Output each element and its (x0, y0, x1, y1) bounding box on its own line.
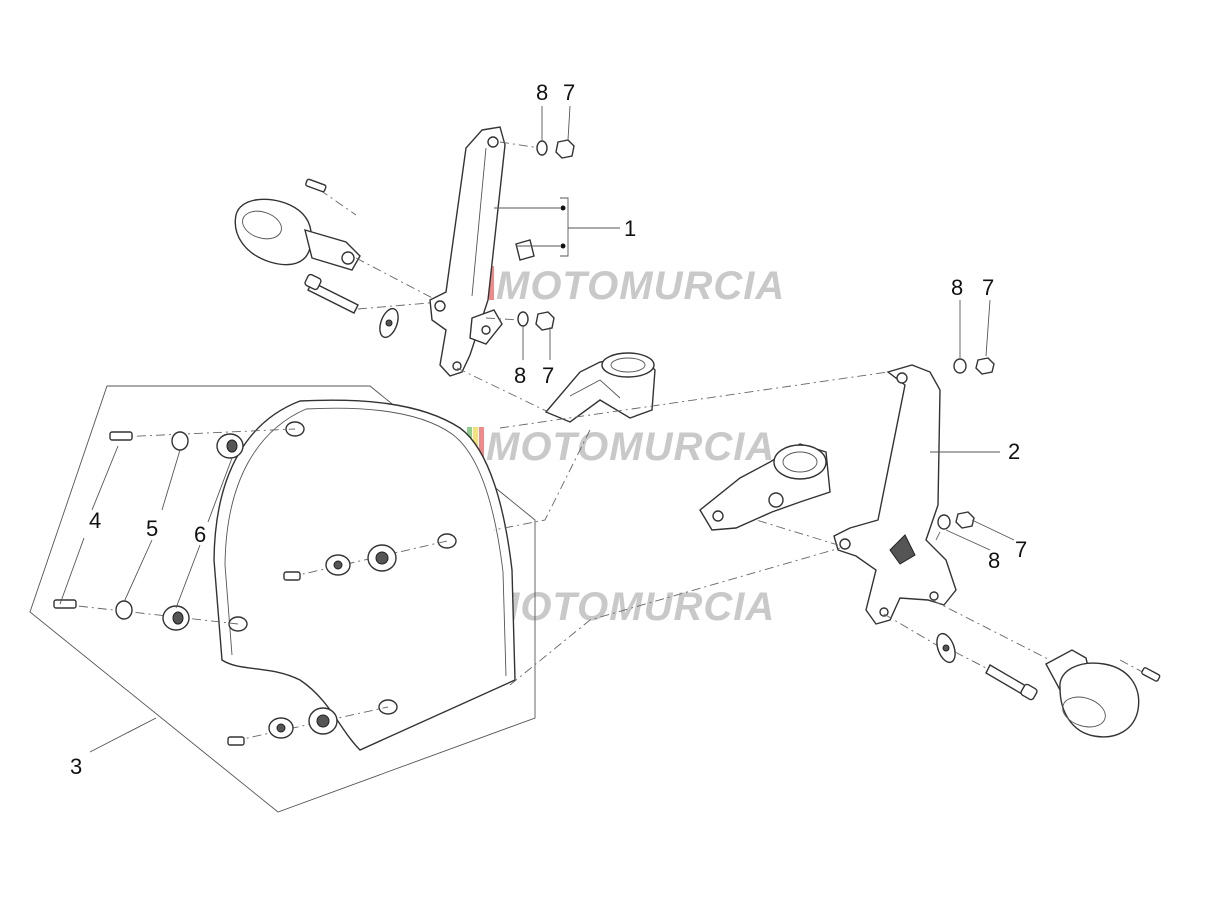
watermark-top: MOTOMURCIA (477, 264, 785, 308)
right-turn-signal (1045, 649, 1161, 738)
left-lower-washer-nut (517, 311, 555, 331)
left-turn-signal (234, 178, 361, 271)
screw-row-2 (53, 599, 239, 631)
callout-7-lower-left: 7 (542, 363, 554, 388)
right-mounting-bracket (833, 364, 957, 625)
right-bracket-upper-axis (499, 371, 889, 429)
left-fork-clamp (544, 352, 656, 423)
callout-6: 6 (194, 522, 206, 547)
clamp-to-screen-top (493, 429, 591, 531)
right-bracket-mid-axis (739, 514, 839, 546)
right-bracket-lower-axis (931, 599, 1051, 661)
callout-3: 3 (70, 754, 82, 779)
callout-8-top-right: 8 (951, 275, 963, 300)
left-long-bolt (304, 273, 441, 339)
watermark-text-bottom: MOTOMURCIA (486, 585, 775, 629)
windscreen-kit-outline (29, 385, 536, 813)
left-mounting-bracket (429, 126, 535, 377)
screw-row-1 (109, 428, 296, 459)
callout-2: 2 (1008, 439, 1020, 464)
left-bracket-upper-axis (499, 141, 541, 149)
screw-row-4 (227, 706, 389, 746)
callout-7-top-left: 7 (563, 80, 575, 105)
callout-7-top-right: 7 (982, 275, 994, 300)
left-signal-axis (355, 257, 441, 303)
clamp-to-screen-bottom (509, 547, 841, 686)
screw-row-3 (283, 540, 448, 581)
left-bracket-lower-axis (485, 317, 521, 321)
watermark-bottom: MOTOMURCIA (467, 585, 775, 629)
windscreen (213, 399, 516, 751)
right-long-bolt (954, 651, 1038, 701)
right-lock-washer (936, 632, 956, 664)
watermark-text-top: MOTOMURCIA (496, 264, 785, 308)
callout-7-mid-right: 7 (1015, 537, 1027, 562)
watermark-text-middle: MOTOMURCIA (486, 425, 775, 469)
left-upper-washer-nut (536, 139, 575, 159)
callout-leaders (59, 105, 1015, 753)
callout-8-lower-left: 8 (514, 363, 526, 388)
right-mid-washer-nut (935, 511, 975, 541)
callout-4: 4 (89, 508, 101, 533)
right-upper-washer-nut (953, 357, 995, 375)
right-fork-clamp (699, 443, 831, 531)
watermark-middle: MOTOMURCIA (467, 425, 775, 469)
right-bracket-to-signal-axis (883, 613, 946, 651)
callout-1: 1 (624, 216, 636, 241)
callout-5: 5 (146, 516, 158, 541)
callout-8-mid-right: 8 (988, 548, 1000, 573)
callout-8-top-left: 8 (536, 80, 548, 105)
